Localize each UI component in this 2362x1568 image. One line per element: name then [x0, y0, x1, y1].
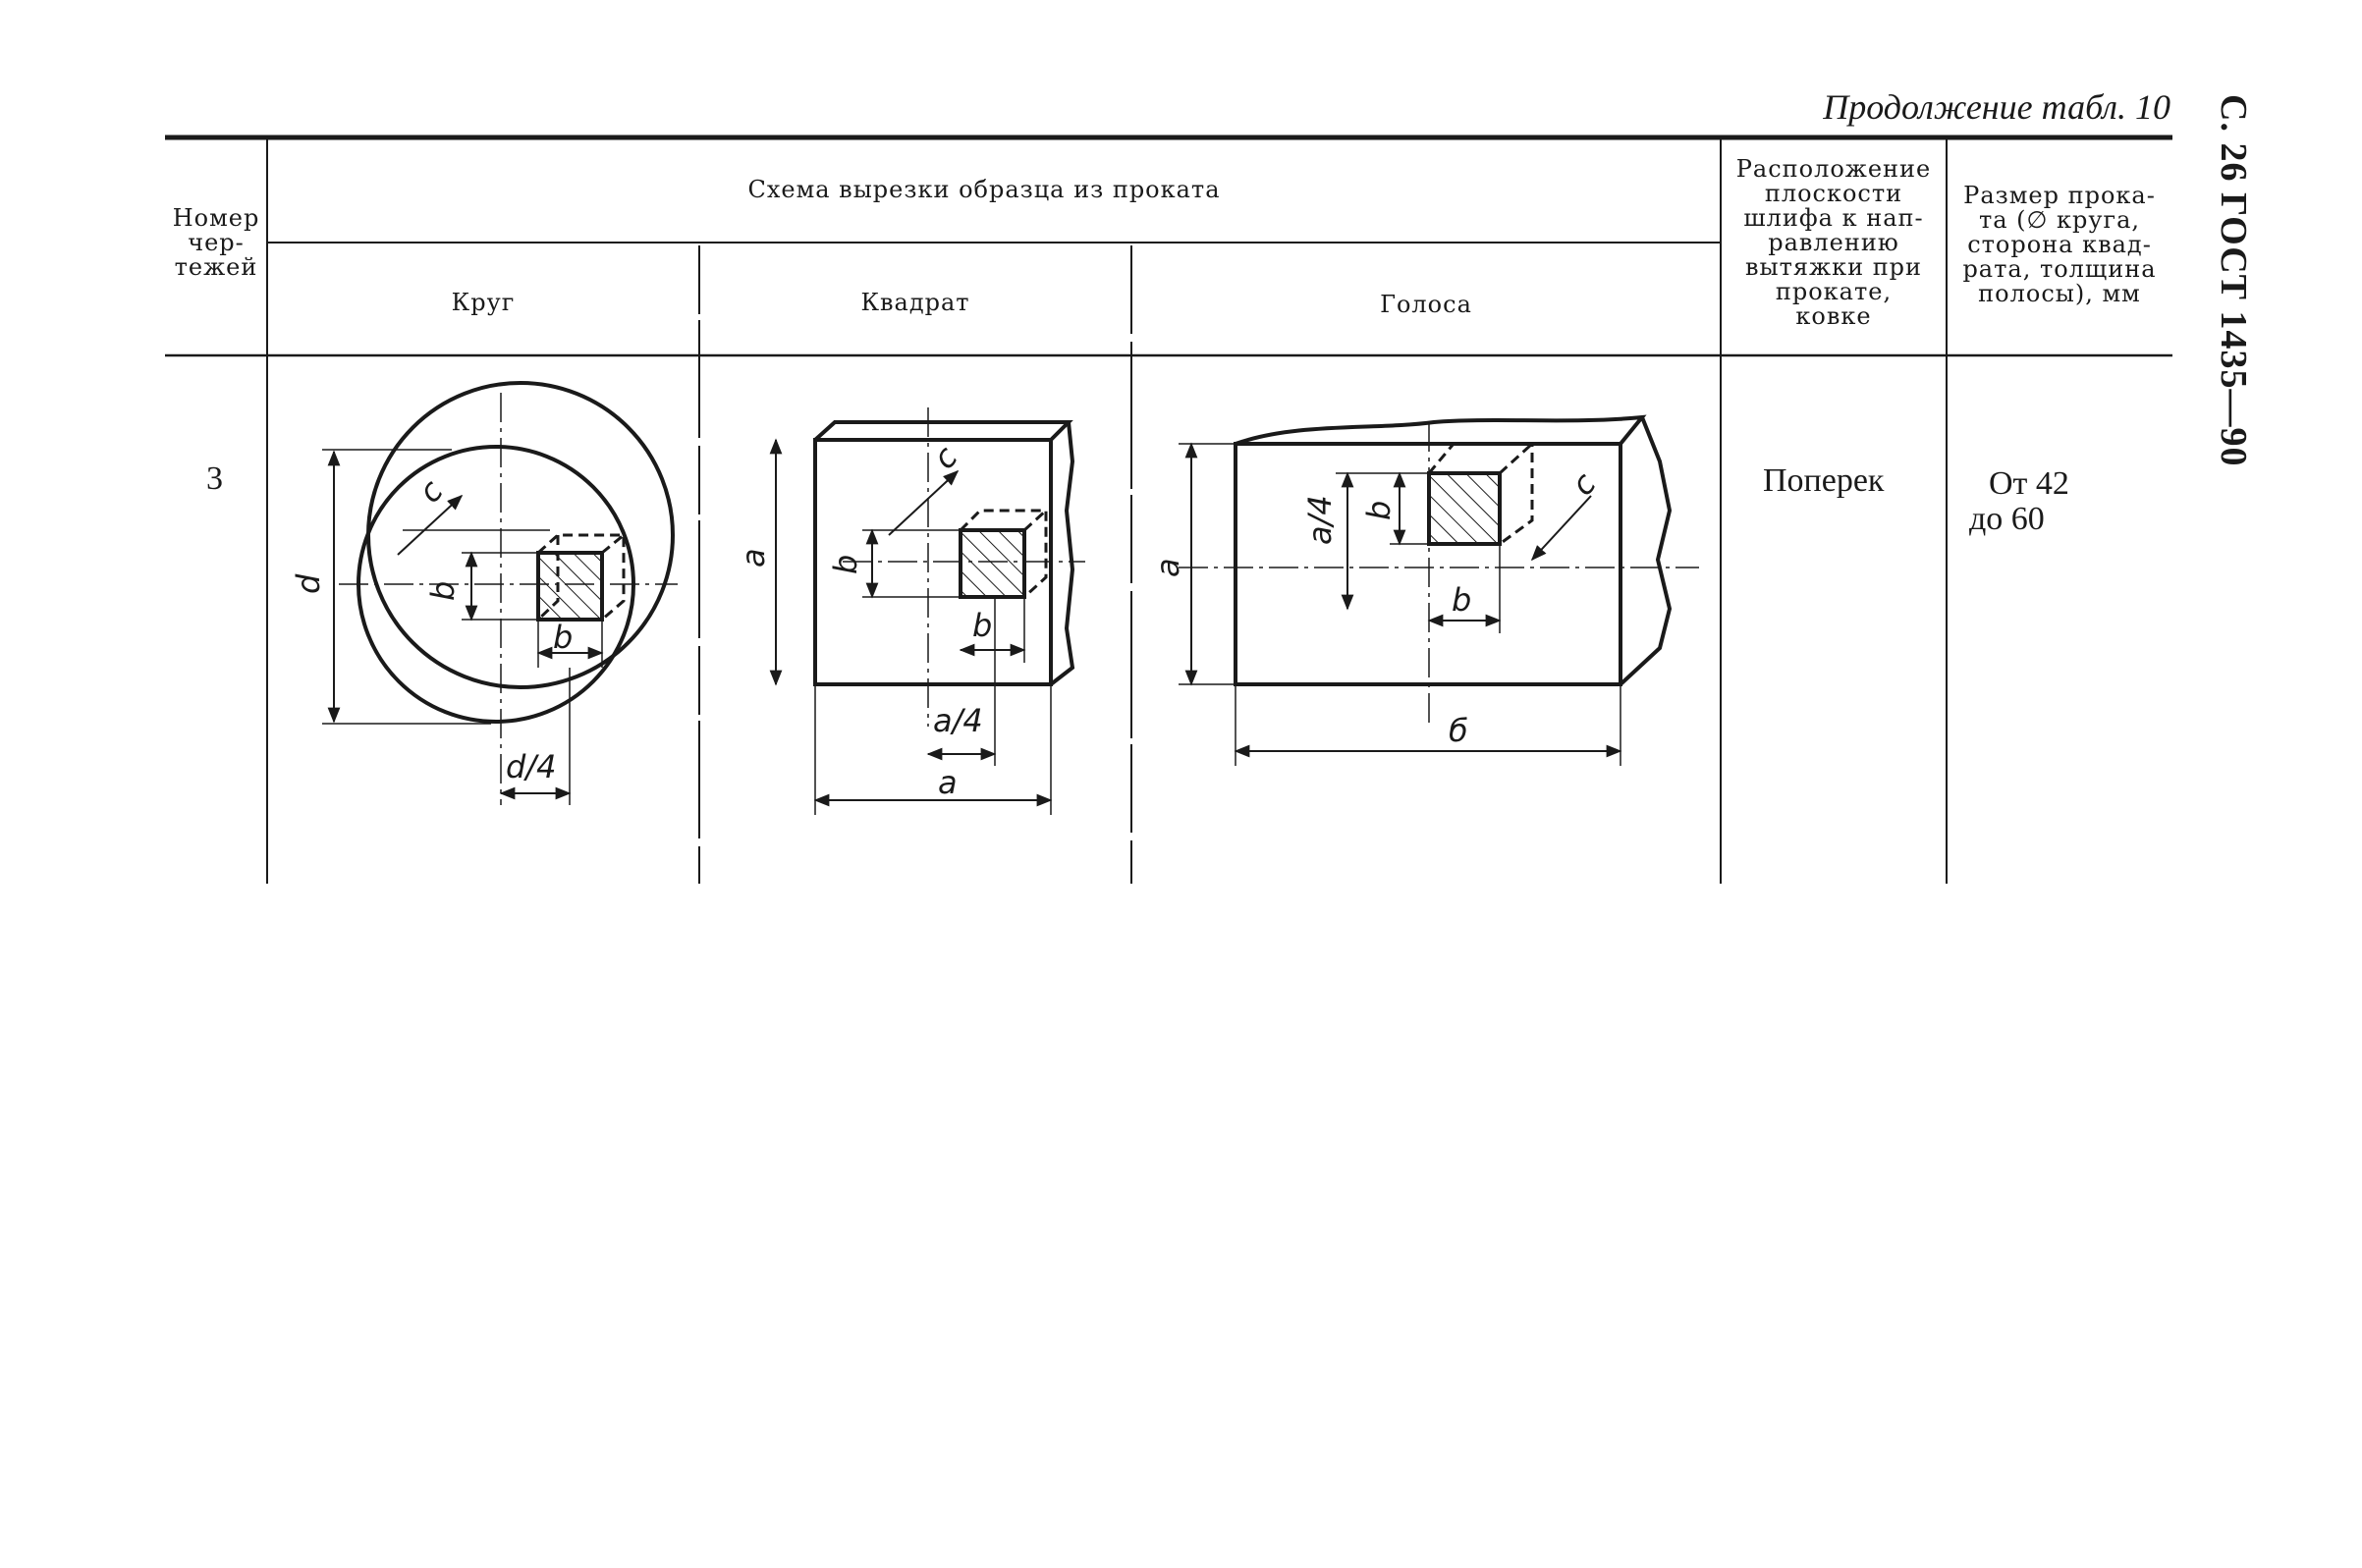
col-size-header: Размер прока- та (∅ круга, сторона квад-… [1947, 184, 2172, 306]
row-size-line-1: От 42 [1989, 465, 2069, 502]
row-position: Поперек [1763, 462, 1885, 499]
circle-label-c: c [411, 472, 451, 510]
row-size-line-2: до 60 [1969, 501, 2045, 537]
circle-sample-hatched [536, 551, 604, 622]
circle-sample-dashed-prism [536, 533, 626, 622]
circle-dim-c [397, 494, 464, 556]
square-sample-hatched [959, 528, 1026, 599]
col-number-line-2: чер- [188, 229, 245, 256]
strip-sample-hatched [1427, 471, 1502, 546]
col-position-line-1: Расположение [1735, 155, 1932, 183]
square-label-a4: a/4 [933, 702, 983, 739]
col-size-line-2: та (∅ круга, [1978, 206, 2141, 234]
strip-outline [1234, 414, 1673, 686]
col-position-line-2: плоскости [1764, 180, 1903, 207]
col-position-line-4: равлению [1768, 229, 1899, 256]
col-position-header: Расположение плоскости шлифа к нап- равл… [1721, 157, 1947, 329]
strip-drawing: a a/4 b c b б [1149, 414, 1699, 766]
square-dim-c [888, 469, 960, 536]
strip-label-b-bottom: b [1452, 581, 1471, 619]
circle-label-b-bottom: b [553, 619, 573, 656]
col-number-line-1: Номер [172, 204, 260, 232]
square-label-c: c [925, 439, 965, 476]
square-label-a-bottom: a [938, 764, 958, 801]
strip-label-b-side: b [1360, 501, 1398, 520]
table-continuation-caption: Продолжение табл. 10 [1823, 87, 2170, 127]
square-label-a: a [735, 548, 772, 568]
strip-label-a4: a/4 [1301, 495, 1339, 545]
strip-sample-dashed-prism [1427, 442, 1534, 546]
square-label-b-side: b [827, 555, 864, 574]
col-size-line-5: полосы), мм [1978, 280, 2141, 307]
col-scheme-header: Схема вырезки образца из проката [747, 176, 1221, 203]
circle-outline-back [366, 381, 675, 689]
table-grid [165, 135, 2172, 884]
col-number-line-3: тежей [174, 253, 258, 281]
col-size-line-4: рата, толщина [1962, 255, 2157, 283]
strip-label-a: a [1149, 558, 1186, 577]
col-size-line-3: сторона квад- [1967, 231, 2152, 258]
row-size: От 42 до 60 [1969, 466, 2069, 537]
col-position-line-7: ковке [1795, 302, 1872, 330]
circle-label-b-side: b [424, 581, 462, 601]
col-position-line-3: шлифа к нап- [1743, 204, 1924, 232]
circle-label-d4: d/4 [506, 748, 556, 785]
sub-circle-header: Круг [451, 289, 516, 316]
col-position-line-5: вытяжки при [1744, 253, 1923, 281]
col-size-line-1: Размер прока- [1963, 182, 2156, 209]
row-number: 3 [206, 460, 223, 497]
square-drawing: a b c b a/4 a [735, 407, 1085, 815]
strip-dim-c [1530, 495, 1592, 562]
strip-label-width: б [1449, 712, 1468, 749]
col-number-header: Номер чер- тежей [165, 206, 267, 280]
square-label-b-bottom: b [972, 607, 992, 644]
circle-drawing: d b c b d/4 [290, 381, 678, 805]
page-standard-label: С. 26 ГОСТ 1435—90 [2213, 94, 2254, 467]
strip-label-c: c [1564, 465, 1604, 503]
sub-square-header: Квадрат [860, 289, 970, 316]
col-position-line-6: прокате, [1775, 278, 1893, 305]
square-sample-dashed-prism [959, 509, 1048, 599]
sub-strip-header: Голоса [1380, 291, 1472, 318]
circle-label-d: d [290, 573, 327, 594]
